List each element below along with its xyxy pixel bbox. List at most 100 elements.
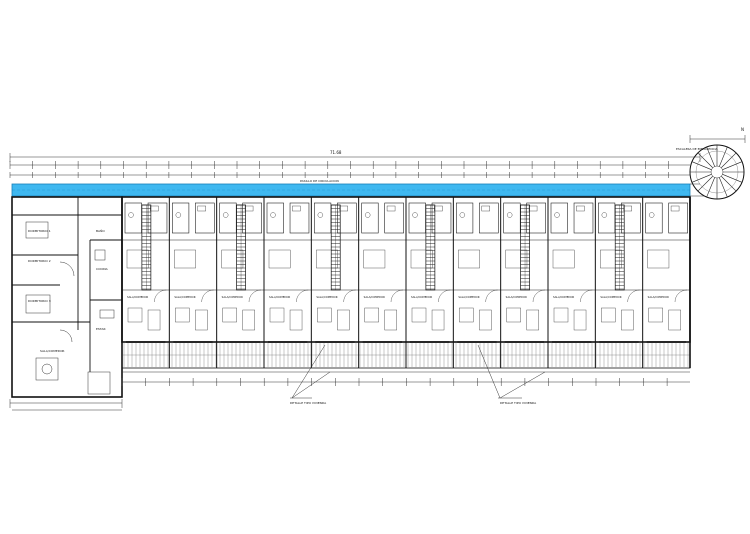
kitchen <box>289 202 310 234</box>
bathroom <box>503 202 521 234</box>
sofa <box>621 309 634 331</box>
unit-room-label: SALA/COMEDOR <box>458 295 479 299</box>
spiral-tread <box>697 176 713 192</box>
spiral-tread <box>721 176 737 192</box>
dining-table <box>175 307 190 323</box>
spiral-tread <box>691 161 712 170</box>
apartment-unit: SALA/COMEDOR <box>500 197 548 368</box>
door-swing <box>438 289 451 303</box>
unit-room-label: SALA/COMEDOR <box>553 295 574 299</box>
door-swing <box>580 289 593 303</box>
dining-table <box>601 307 616 323</box>
toilet-fixture <box>601 212 608 218</box>
spiral-tread <box>719 146 728 167</box>
bed <box>647 249 670 269</box>
bed <box>505 249 528 269</box>
sink-fixture <box>244 205 254 212</box>
room-label-dormitorio-2: DORMITORIO 2 <box>28 259 51 263</box>
bathroom <box>124 202 142 234</box>
unit-room-label: SALA/COMEDOR <box>222 295 243 299</box>
sofa <box>573 309 587 331</box>
spiral-tread <box>721 152 737 168</box>
spiral-tread <box>722 174 743 183</box>
toilet-fixture <box>270 212 276 218</box>
dining-table <box>459 307 474 323</box>
unit-room-label: SALA/COMEDOR <box>506 295 527 299</box>
toilet-fixture <box>222 212 229 218</box>
sink-fixture <box>481 205 490 212</box>
door-swing <box>674 289 688 303</box>
sink-fixture <box>670 205 680 212</box>
bathroom <box>219 202 237 234</box>
corridor-note: PASILLO DE CIRCULACION <box>300 179 339 183</box>
bathroom <box>314 202 332 234</box>
north-arrow: N <box>741 127 744 132</box>
kitchen <box>526 202 546 234</box>
sink-fixture <box>528 205 538 212</box>
left-apartment-block: DORMITORIO 1 DORMITORIO 2 DORMITORIO 3 B… <box>12 197 122 395</box>
bed <box>174 249 196 269</box>
apartment-unit: SALA/COMEDOR <box>121 197 170 368</box>
spiral-tread <box>697 152 713 168</box>
toilet-fixture <box>317 212 324 218</box>
door-swing <box>485 289 498 303</box>
room-label-dormitorio-1: DORMITORIO 1 <box>28 229 51 233</box>
dining-table <box>127 307 143 323</box>
apartment-unit: SALA/COMEDOR <box>168 197 217 368</box>
sink-fixture <box>386 205 396 212</box>
dining-table <box>222 307 237 323</box>
unit-room-label: SALA/COMEDOR <box>648 295 669 299</box>
spiral-tread <box>706 146 715 167</box>
room-label-dormitorio-3: DORMITORIO 3 <box>28 299 51 303</box>
bed <box>363 249 386 269</box>
sink-fixture <box>434 205 443 212</box>
sink-fixture <box>576 205 585 212</box>
sofa <box>242 309 255 331</box>
apartment-unit: SALA/COMEDOR <box>310 197 359 368</box>
spiral-tread <box>691 174 712 183</box>
dimension-ticks <box>9 161 669 178</box>
apartment-unit: SALA/COMEDOR <box>594 197 643 368</box>
total-dimension-label: 71.68 <box>330 150 342 155</box>
bathroom <box>645 202 663 234</box>
spiral-handrail <box>695 150 739 194</box>
bed <box>410 249 433 269</box>
internal-stair <box>330 204 341 291</box>
unit-room-label: SALA/COMEDOR <box>174 295 195 299</box>
sofa <box>289 309 303 331</box>
door-swing <box>390 289 404 303</box>
unit-room-label: SALA/COMEDOR <box>411 295 432 299</box>
door-swing <box>248 289 262 303</box>
sofa <box>195 309 208 331</box>
sink-fixture <box>197 205 206 212</box>
sofa <box>384 309 397 331</box>
sofa <box>337 309 350 331</box>
dining-table <box>648 307 663 323</box>
sink-fixture <box>339 205 348 212</box>
stair-note: ESCALERA DE EMERGENCIA <box>676 147 719 151</box>
unit-room-label: SALA/COMEDOR <box>269 295 290 299</box>
sofa <box>526 309 539 331</box>
kitchen <box>621 202 641 234</box>
bottom-dimension-chain <box>9 378 690 411</box>
sink-fixture <box>150 205 159 212</box>
dining-table <box>553 307 569 323</box>
apartment-unit: SALA/COMEDOR <box>547 197 596 368</box>
building-outline <box>11 196 691 398</box>
kitchen <box>384 202 404 234</box>
apartment-unit: SALA/COMEDOR <box>405 197 454 368</box>
toilet-fixture <box>648 212 655 218</box>
kitchen <box>573 202 594 234</box>
toilet-fixture <box>459 212 466 218</box>
room-label-sala: SALA/COMEDOR <box>40 349 65 353</box>
room-label-estar: ESTAR <box>96 327 106 331</box>
bed <box>268 249 291 269</box>
dining-table <box>269 307 285 323</box>
door-swing <box>343 289 356 303</box>
unit-room-label: SALA/COMEDOR <box>364 295 385 299</box>
bathroom <box>598 202 616 234</box>
apartment-unit: SALA/COMEDOR <box>263 197 312 368</box>
spiral-stair: ESCALERA DE EMERGENCIA N <box>676 127 746 200</box>
